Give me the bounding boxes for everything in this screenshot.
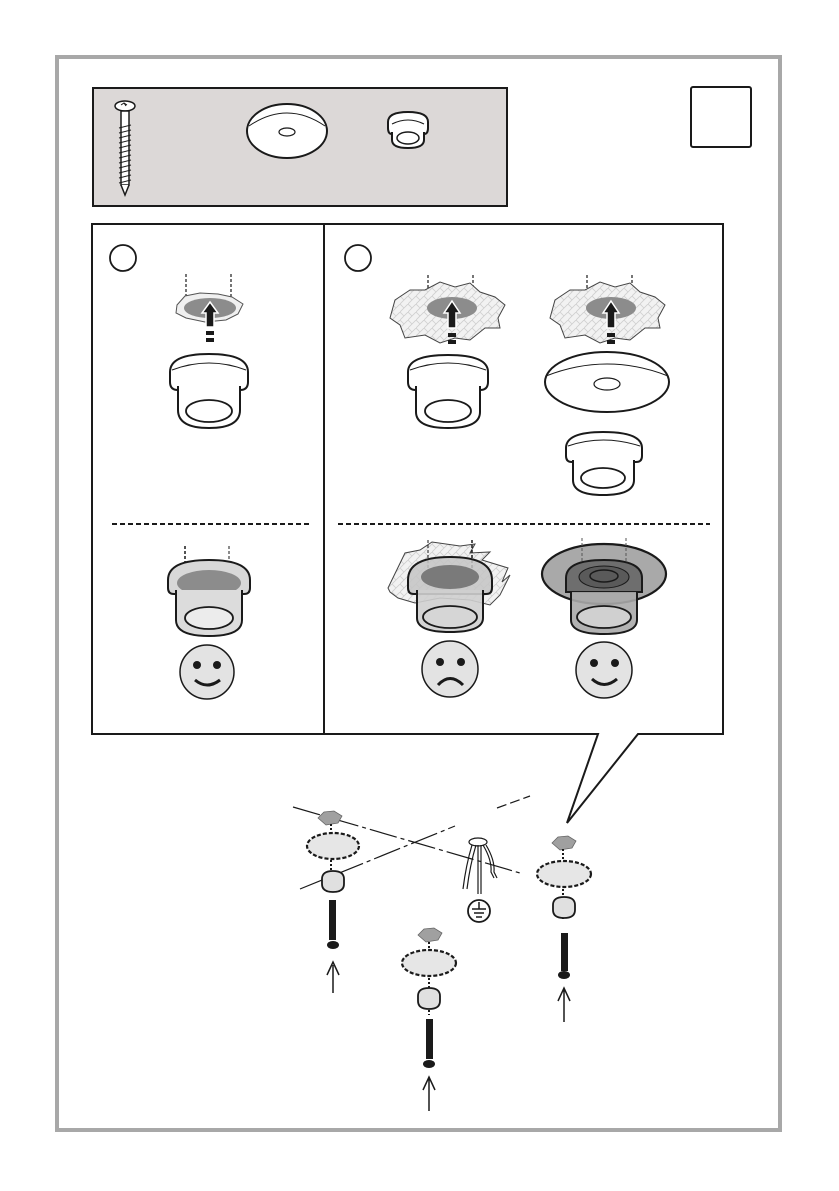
screw-icon (115, 101, 135, 195)
sad-face-icon (422, 641, 478, 697)
happy-face-icon (576, 642, 632, 698)
happy-face-icon (180, 645, 234, 699)
fixing-point-2 (402, 928, 456, 1111)
mains-wires (463, 838, 497, 894)
washer-icon (247, 104, 327, 158)
fixing-point-1 (307, 811, 359, 993)
bushing-icon (388, 112, 428, 148)
panel-a-marker (110, 245, 136, 271)
panel-b-marker (345, 245, 371, 271)
ground-symbol-icon (468, 900, 490, 922)
fixing-point-3 (537, 836, 591, 1022)
